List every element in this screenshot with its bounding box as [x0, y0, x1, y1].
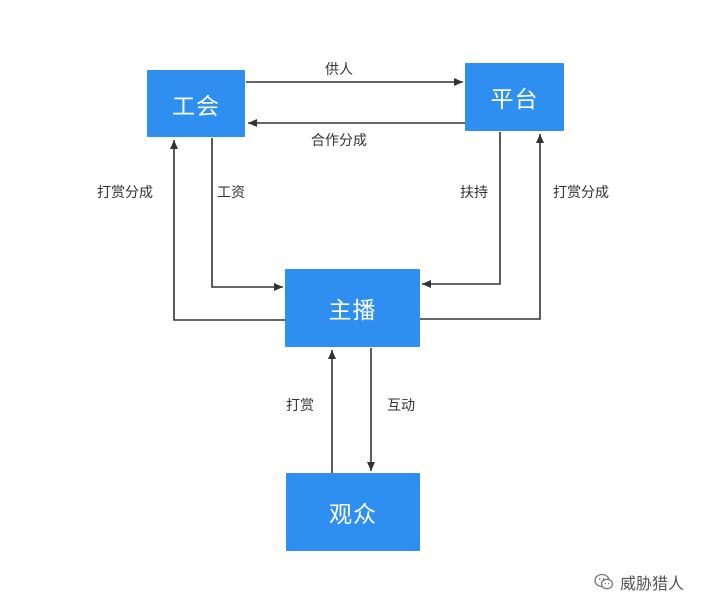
edge-label-salary: 工资 — [217, 185, 245, 201]
edge-label-supply: 供人 — [325, 62, 353, 78]
node-union-label: 工会 — [172, 93, 220, 120]
node-union: 工会 — [147, 70, 245, 137]
node-audience: 观众 — [286, 473, 420, 551]
watermark: 威胁猎人 — [594, 570, 684, 594]
edge-streamer-to-union — [170, 140, 285, 321]
wechat-icon — [594, 573, 614, 590]
edge-label-interaction: 互动 — [387, 398, 415, 414]
edge-label-support: 扶持 — [460, 185, 488, 201]
edge-streamer-to-platform — [420, 134, 544, 320]
node-streamer-label: 主播 — [328, 298, 377, 324]
edge-label-tip-share-right: 打赏分成 — [553, 185, 609, 201]
node-platform: 平台 — [465, 63, 564, 131]
edge-platform-to-streamer — [422, 132, 501, 288]
node-platform-label: 平台 — [490, 87, 539, 113]
node-streamer: 主播 — [285, 269, 420, 347]
edge-label-tip-share-left: 打赏分成 — [97, 185, 153, 201]
edge-label-revenue-share: 合作分成 — [311, 133, 367, 149]
edge-union-to-streamer — [211, 138, 283, 291]
node-audience-label: 观众 — [329, 502, 377, 528]
watermark-text: 威胁猎人 — [620, 574, 685, 593]
edge-label-tip: 打赏 — [286, 398, 314, 414]
